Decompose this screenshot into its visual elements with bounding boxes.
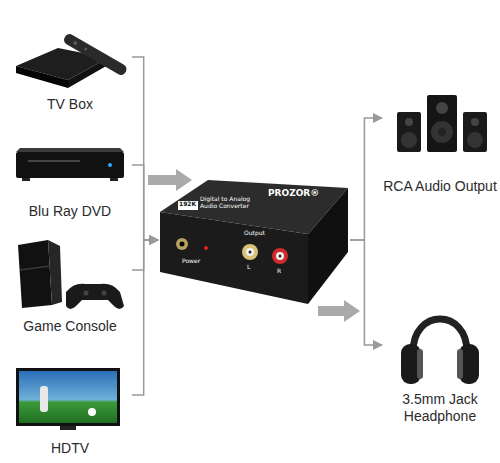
rca-right	[272, 248, 288, 264]
speaker-left	[397, 112, 421, 152]
device-node: Game Console	[8, 235, 132, 335]
tweeter	[436, 102, 448, 114]
console-front	[18, 240, 52, 308]
device-label: Blu Ray DVD	[8, 203, 132, 220]
rca-right-pin	[279, 255, 282, 258]
woofer	[467, 132, 483, 148]
woofer	[401, 132, 417, 148]
device-node: 3.5mm Jack Headphone	[382, 300, 498, 425]
controller	[66, 284, 124, 309]
tv-box-icon	[16, 32, 128, 88]
device-label: 3.5mm Jack Headphone	[382, 391, 498, 425]
converter-side	[308, 188, 348, 304]
device-label: Game Console	[8, 318, 132, 335]
input-arrow	[148, 169, 192, 191]
blu-ray-icon	[16, 148, 124, 181]
connector	[350, 240, 382, 345]
channel-label: L	[247, 264, 250, 271]
console-side	[48, 240, 62, 305]
tag-192k	[178, 201, 198, 210]
headphone-jack-hole	[180, 242, 185, 247]
woofer	[431, 121, 453, 143]
disc-slot	[28, 160, 80, 162]
tweeter	[471, 118, 479, 126]
remote-body	[62, 32, 128, 77]
speaker-right	[463, 112, 487, 152]
player-foot	[22, 178, 30, 181]
converter-box: PROZOR® 192K Digital to Analog Audio Conve…	[158, 172, 350, 310]
rca-left	[242, 244, 258, 260]
device-node: RCA Audio Output	[382, 90, 498, 195]
cushion	[457, 349, 463, 379]
rca-right-inner	[276, 252, 284, 260]
player-body	[16, 152, 124, 178]
player-figure	[40, 386, 48, 412]
woofer-cap	[438, 128, 446, 136]
game-console-icon	[18, 240, 124, 309]
player-foot	[110, 178, 118, 181]
output-arrow	[318, 300, 360, 322]
channel-label: R	[277, 268, 281, 275]
port-label: Output	[244, 230, 265, 237]
device-label: RCA Audio Output	[382, 178, 498, 195]
hdtv-icon	[16, 368, 120, 430]
headband	[413, 319, 467, 352]
connector	[132, 240, 158, 270]
spec-tag: 192K	[179, 201, 196, 208]
cushion	[417, 349, 423, 379]
controller-stick	[84, 291, 89, 296]
tv-frame	[16, 368, 120, 426]
remote-button	[84, 47, 88, 51]
speaker-center	[427, 95, 457, 152]
port-label: Power	[182, 258, 200, 265]
connector	[132, 165, 158, 240]
converter-front	[160, 212, 308, 304]
status-light	[108, 163, 112, 167]
remote-control	[62, 32, 128, 77]
device-node: Blu Ray DVD	[8, 140, 132, 220]
tweeter	[405, 118, 413, 126]
player-top	[16, 148, 124, 152]
headphones-icon	[401, 319, 479, 384]
speakers-icon	[397, 95, 487, 152]
tv-stand	[60, 426, 76, 430]
rca-left-inner	[246, 248, 254, 256]
controller-stick	[102, 291, 107, 296]
power-led	[204, 246, 208, 250]
brand-name: PROZOR®	[268, 188, 319, 198]
device-node: TV Box	[8, 25, 132, 113]
device-node: HDTV	[8, 365, 132, 457]
headphone-jack	[176, 238, 188, 250]
tv-screen	[19, 371, 117, 423]
converter-illustration	[160, 180, 348, 304]
product-name: Digital to Analog Audio Converter	[200, 196, 262, 210]
rca-left-pin	[249, 251, 252, 254]
tv-box-side	[16, 66, 68, 88]
connector	[350, 118, 382, 240]
device-label: TV Box	[8, 96, 132, 113]
device-label: HDTV	[8, 440, 132, 457]
connector	[132, 240, 158, 395]
console-groove	[20, 266, 50, 270]
remote-button	[73, 40, 78, 45]
football	[88, 408, 96, 416]
connector	[132, 57, 158, 240]
